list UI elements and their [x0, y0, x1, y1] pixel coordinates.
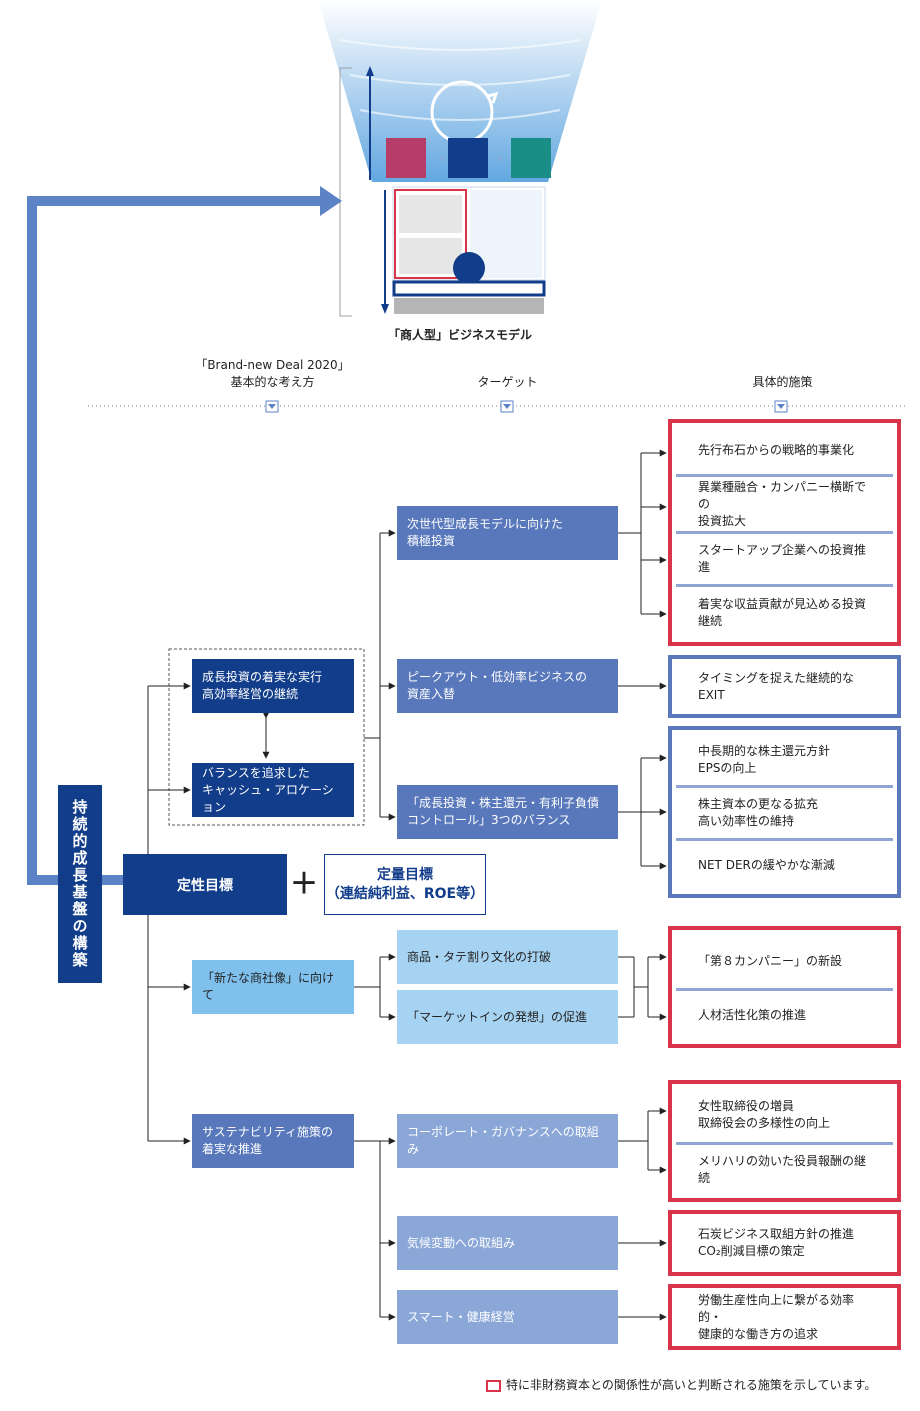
measure-executive-compensation: メリハリの効いた役員報酬の継続 [676, 1145, 893, 1194]
measure-group-three-balance: 中長期的な株主還元方針 EPSの向上 株主資本の更なる拡充 高い効率性の維持 N… [668, 726, 901, 898]
feedback-arrow [27, 196, 330, 885]
core-growth-box: 成長投資の着実な実行 高効率経営の継続 [192, 659, 354, 713]
quantitative-goal-box: 定量目標 （連結純利益、ROE等） [324, 854, 486, 915]
column-header-basic-approach: 「Brand-new Deal 2020」 基本的な考え方 [195, 358, 350, 389]
measure-efficient-working: 労働生産性向上に繋がる効率的・ 健康的な働き方の追求 [676, 1292, 893, 1342]
measure-eighth-company: 「第８カンパニー」の新設 [676, 934, 893, 988]
measure-board-diversity: 女性取締役の増員 取締役会の多様性の向上 [676, 1088, 893, 1142]
pink-square [386, 138, 426, 178]
down-arrow-icon [381, 304, 389, 314]
navy-circle [453, 252, 485, 284]
measure-shareholder-return: 中長期的な株主還元方針 EPSの向上 [676, 734, 893, 785]
legend-text: 特に非財務資本との関係性が高いと判断される施策を示しています。 [506, 1378, 877, 1392]
measure-continued-investment: 着実な収益貢献が見込める投資継続 [676, 587, 893, 638]
navy-square [448, 138, 488, 178]
measure-net-der-reduction: NET DERの緩やかな漸減 [676, 841, 893, 890]
column-header-measures: 具体的施策 [752, 375, 813, 389]
target-market-in: 「マーケットインの発想」の促進 [397, 990, 618, 1044]
svg-text:×: × [496, 152, 505, 165]
business-model-caption: 「商人型」ビジネスモデル [387, 328, 532, 342]
target-governance: コーポレート・ガバナンスへの取組み [397, 1114, 618, 1168]
target-next-gen-investment: 次世代型成長モデルに向けた 積極投資 [397, 506, 618, 560]
measure-continuous-exit: タイミングを捉えた継続的なEXIT [676, 663, 893, 710]
sustainable-growth-foundation-box: 持続的成長基盤の構築 [58, 785, 102, 983]
measure-group-governance: 女性取締役の増員 取締役会の多様性の向上 メリハリの効いた役員報酬の継続 [668, 1080, 901, 1202]
measure-group-climate: 石炭ビジネス取組方針の推進 CO₂削減目標の策定 [668, 1210, 901, 1276]
target-three-balance: 「成長投資・株主還元・有利子負債 コントロール」3つのバランス [397, 785, 618, 839]
teal-square [511, 138, 551, 178]
core-balance-box: バランスを追求した キャッシュ・アロケーション [192, 763, 354, 817]
measure-group-next-gen: 先行布石からの戦略的事業化 異業種融合・カンパニー横断での 投資拡大 スタートア… [668, 419, 901, 646]
target-climate: 気候変動への取組み [397, 1216, 618, 1270]
measure-equity-expansion: 株主資本の更なる拡充 高い効率性の維持 [676, 788, 893, 838]
svg-text:×: × [438, 152, 447, 165]
target-new-merchant: 「新たな商社像」に向けて [192, 960, 354, 1014]
qualitative-goal-box: 定性目標 [123, 854, 287, 915]
legend-red-box-icon [486, 1380, 501, 1392]
sustainable-growth-foundation-label: 持続的成長基盤の構築 [70, 799, 89, 969]
measure-human-resources: 人材活性化策の推進 [676, 991, 893, 1040]
target-peakout-replacement: ピークアウト・低効率ビジネスの 資産入替 [397, 659, 618, 713]
measure-group-smart-health: 労働生産性向上に繋がる効率的・ 健康的な働き方の追求 [668, 1284, 901, 1350]
target-sustainability: サステナビリティ施策の 着実な推進 [192, 1114, 354, 1168]
measure-group-new-merchant: 「第８カンパニー」の新設 人材活性化策の推進 [668, 926, 901, 1048]
target-break-vertical-culture: 商品・タテ割り文化の打破 [397, 930, 618, 984]
measure-cross-industry-investment: 異業種融合・カンパニー横断での 投資拡大 [676, 477, 893, 531]
target-smart-health: スマート・健康経営 [397, 1290, 618, 1344]
measure-startup-investment: スタートアップ企業への投資推進 [676, 534, 893, 584]
measure-strategic-commercialization: 先行布石からの戦略的事業化 [676, 427, 893, 474]
measure-coal-co2-policy: 石炭ビジネス取組方針の推進 CO₂削減目標の策定 [676, 1218, 893, 1268]
column-header-target: ターゲット [477, 375, 538, 389]
qualitative-goal-label: 定性目標 [177, 877, 233, 894]
quantitative-goal-label: 定量目標 （連結純利益、ROE等） [325, 866, 485, 902]
measure-group-peakout: タイミングを捉えた継続的なEXIT [668, 655, 901, 718]
plus-icon: ＋ [290, 867, 319, 900]
